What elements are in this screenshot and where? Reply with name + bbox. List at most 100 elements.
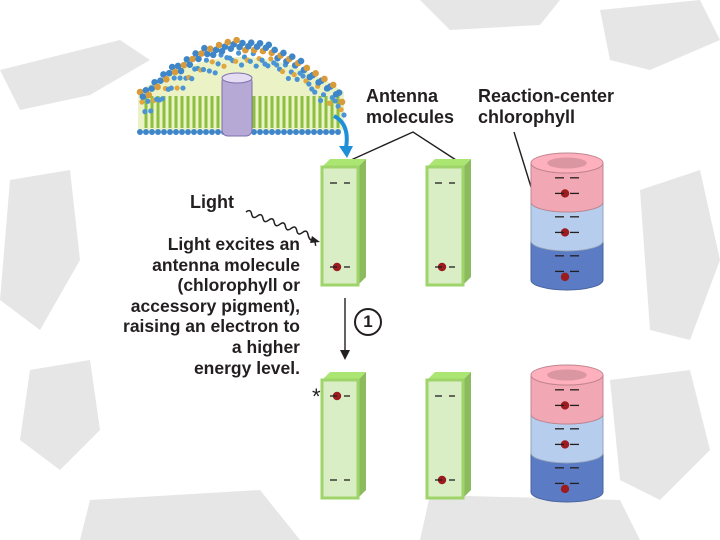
lipid-head [335,103,341,109]
lipid-head [297,57,305,65]
lipid-head [320,92,327,98]
lipid-head [247,58,253,64]
lipid-head [139,93,147,100]
lipid-head [197,129,203,135]
lipid-head [163,75,170,83]
antenna-top-face [322,159,366,167]
lipid-head [257,129,263,135]
light-label: Light [190,192,234,212]
lipid-head [299,129,305,135]
electron [560,228,570,237]
antenna-label-line: molecules [366,107,455,127]
excitation-description: Light excites an antenna molecule (chlor… [96,234,300,378]
lipid-head [139,99,145,105]
lipid-head [224,38,232,46]
antenna-leader-lines [350,131,457,161]
lipid-head [206,45,214,53]
lipid-head [341,112,347,118]
lipid-head [221,63,227,69]
lipid-head [195,55,202,63]
electron [560,440,570,449]
lipid-head [206,68,212,74]
lipid-head [137,129,143,135]
lipid-head [203,57,210,63]
lipid-head [148,108,154,114]
electron [560,272,570,282]
lipid-head [233,58,239,64]
electron [560,484,570,494]
zoom-arrow [332,114,349,149]
step-1-marker: 1 [354,308,382,336]
antenna-molecule [320,159,366,287]
description-line: Light excites an [167,234,300,254]
lipid-head [186,61,194,68]
lipid-head [167,129,173,135]
lipid-head [306,81,312,87]
excited-state-marker: * [312,384,321,409]
lipid-head [274,62,280,68]
lipid-head [173,129,179,135]
light-wave-arrowhead [310,236,320,243]
lipid-head [332,98,338,104]
lipid-head [305,129,311,135]
lipid-head [201,44,208,52]
lipid-head [215,41,223,49]
lipid-head [203,129,209,135]
lipid-head [161,129,167,135]
lipid-head [212,46,220,54]
lipid-head [236,50,242,56]
lipid-head [265,41,273,49]
lipid-head [145,98,151,104]
lipid-head [171,75,177,81]
lipid-head [160,71,167,78]
antenna-front-face [320,378,360,500]
lipid-head [288,53,296,60]
lipid-head [300,73,306,79]
antenna-label-line: Antenna [366,86,438,106]
lipid-head [281,129,287,135]
lipid-head [287,129,293,135]
lipid-head [215,61,221,67]
lipid-head [321,75,328,83]
photosystem-core-top [221,72,253,84]
lipid-head [212,70,218,76]
lipid-head [329,129,335,135]
lipid-head [323,129,329,135]
lipid-head [142,109,148,115]
lipid-head [312,89,318,95]
lipid-head [204,50,211,58]
lipid-head [303,64,311,72]
lipid-head [233,36,240,44]
description-line: (chlorophyll or [177,275,301,296]
antenna-top-face [322,372,366,380]
lipid-head [177,75,183,81]
lipid-head [145,91,153,99]
lipid-head [200,66,207,73]
lipid-head [215,129,221,135]
lipid-head [269,129,275,135]
description-line: a higher [231,336,300,357]
lipid-head [183,56,191,63]
light-wave [245,209,317,246]
antenna-molecule [320,372,366,500]
lipid-head [209,129,215,135]
lipid-head [209,59,215,65]
lipid-head [174,85,180,91]
reaction-center-chlorophyll [530,364,604,503]
lipid-head [168,85,174,91]
lipid-head [268,56,274,62]
electron [560,401,570,410]
description-line: antenna molecule [152,254,300,275]
antenna-molecules-label: Antenna molecules [366,86,454,128]
lipid-head [239,39,246,47]
antenna-side-face [463,159,471,285]
membrane-photosystem [136,36,353,158]
lipid-head [247,39,255,46]
lipid-head [171,68,179,76]
lipid-head [177,67,185,75]
lipid-head [185,129,191,135]
lipid-head [279,68,286,75]
lipid-head [271,46,278,54]
antenna-top-face [427,159,471,167]
